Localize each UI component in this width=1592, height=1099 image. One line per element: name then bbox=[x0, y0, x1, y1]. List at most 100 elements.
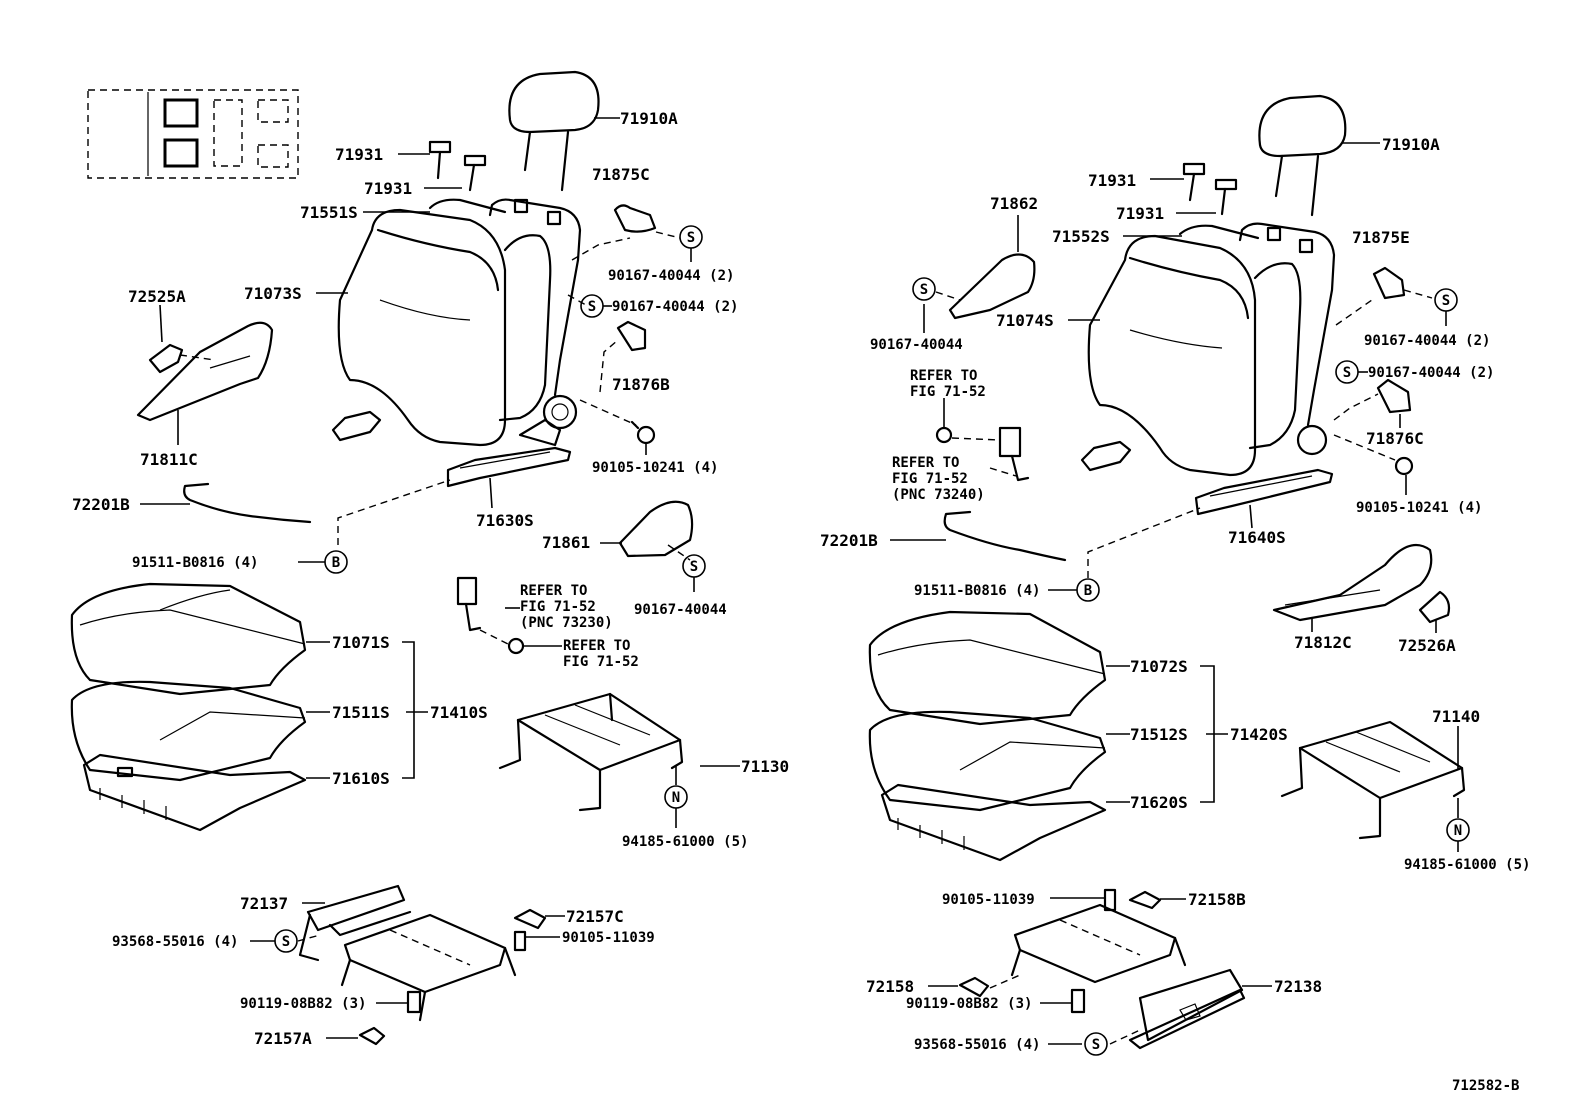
label-71861: 71861 bbox=[542, 533, 590, 552]
recliner-cover-71875E bbox=[1372, 266, 1406, 300]
wire-72201B-right bbox=[943, 510, 1067, 562]
label-72137: 72137 bbox=[240, 894, 288, 913]
symbol-s-6: S bbox=[1434, 288, 1458, 312]
label-72157A: 72157A bbox=[254, 1029, 312, 1048]
label-91511-left: 91511-B0816 (4) bbox=[132, 555, 258, 571]
recliner-cover-71876B bbox=[616, 320, 647, 352]
headrest-guide-left-1 bbox=[428, 140, 452, 180]
label-72525A: 72525A bbox=[128, 287, 186, 306]
symbol-s-2: S bbox=[580, 294, 604, 318]
headrest-guide-right-1 bbox=[1182, 162, 1206, 202]
label-71812C: 71812C bbox=[1294, 633, 1352, 652]
label-90105-10241-left: 90105-10241 (4) bbox=[592, 460, 718, 476]
label-refer-left-1a: REFER TO bbox=[520, 583, 587, 599]
label-71875C: 71875C bbox=[592, 165, 650, 184]
headrest-right bbox=[1258, 94, 1347, 217]
symbol-b-1: B bbox=[324, 550, 348, 574]
knob-72526A bbox=[1418, 590, 1451, 624]
wire-72201B-left bbox=[183, 482, 312, 524]
label-71130: 71130 bbox=[741, 757, 789, 776]
label-71811C: 71811C bbox=[140, 450, 198, 469]
svg-text:B: B bbox=[332, 555, 340, 571]
label-71551S: 71551S bbox=[300, 203, 358, 222]
seat-cushion-cover-71072S bbox=[868, 610, 1107, 726]
seat-cushion-cover-71071S bbox=[70, 582, 307, 696]
seatback-frame-left bbox=[488, 198, 582, 430]
side-cover-71862 bbox=[948, 253, 1036, 320]
seat-adjuster-71140 bbox=[1280, 720, 1466, 840]
label-71074S: 71074S bbox=[996, 311, 1054, 330]
bolt-90119-08B82-right bbox=[1070, 988, 1086, 1014]
svg-text:S: S bbox=[1442, 293, 1450, 309]
label-90167-left-1: 90167-40044 (2) bbox=[608, 268, 734, 284]
label-71931-left-1: 71931 bbox=[335, 145, 383, 164]
label-71420S: 71420S bbox=[1230, 725, 1288, 744]
label-72157C: 72157C bbox=[566, 907, 624, 926]
bolt-90105-10241-right bbox=[1394, 456, 1414, 476]
label-90105-11039-left: 90105-11039 bbox=[562, 930, 655, 946]
seat-cushion-pad-71511S bbox=[70, 680, 307, 782]
seat-cushion-frame-71610S bbox=[82, 753, 307, 832]
label-72158: 72158 bbox=[866, 977, 914, 996]
label-72526A: 72526A bbox=[1398, 636, 1456, 655]
lower-frame-right bbox=[1010, 903, 1187, 984]
lower-cover-72137 bbox=[298, 884, 412, 962]
clip-72525A bbox=[148, 343, 184, 374]
seat-cushion-frame-71620S bbox=[880, 783, 1107, 862]
label-71620S: 71620S bbox=[1130, 793, 1188, 812]
shield-cover-71861 bbox=[618, 500, 694, 558]
label-90167-right-3: 90167-40044 (2) bbox=[1368, 365, 1494, 381]
side-cover-71812C bbox=[1272, 543, 1433, 622]
bolt-90105-11039-left bbox=[513, 930, 527, 952]
svg-text:S: S bbox=[1092, 1037, 1100, 1053]
label-71512S: 71512S bbox=[1130, 725, 1188, 744]
label-refer-left-2a: REFER TO bbox=[563, 638, 630, 654]
label-90105-10241-right: 90105-10241 (4) bbox=[1356, 500, 1482, 516]
label-93568-right: 93568-55016 (4) bbox=[914, 1037, 1040, 1053]
label-93568-left: 93568-55016 (4) bbox=[112, 934, 238, 950]
label-91511-right: 91511-B0816 (4) bbox=[914, 583, 1040, 599]
symbol-s-7: S bbox=[1335, 360, 1359, 384]
recliner-cover-71875C bbox=[613, 204, 657, 233]
svg-text:S: S bbox=[687, 230, 695, 246]
label-refer-left-1c: (PNC 73230) bbox=[520, 615, 613, 631]
label-refer-left-1b: FIG 71-52 bbox=[520, 599, 596, 615]
clip-72157C bbox=[513, 908, 547, 930]
label-72158B: 72158B bbox=[1188, 890, 1246, 909]
clip-72158 bbox=[958, 976, 990, 998]
seat-track-71640S bbox=[1080, 440, 1334, 516]
label-71931-right-2: 71931 bbox=[1116, 204, 1164, 223]
label-71875E: 71875E bbox=[1352, 228, 1410, 247]
label-72138: 72138 bbox=[1274, 977, 1322, 996]
seatback-left bbox=[337, 198, 552, 447]
label-refer-right-2b: FIG 71-52 bbox=[892, 471, 968, 487]
symbol-n-1: N bbox=[664, 785, 688, 809]
label-71876B: 71876B bbox=[612, 375, 670, 394]
symbol-s-3: S bbox=[682, 554, 706, 578]
seat-adjuster-71130 bbox=[498, 692, 684, 812]
headrest-guide-left-2 bbox=[463, 154, 487, 192]
label-90167-left-3: 90167-40044 bbox=[634, 602, 727, 618]
seatback-right bbox=[1087, 224, 1302, 477]
label-90167-right-2: 90167-40044 (2) bbox=[1364, 333, 1490, 349]
label-refer-right-2a: REFER TO bbox=[892, 455, 959, 471]
label-90119-right: 90119-08B82 (3) bbox=[906, 996, 1032, 1012]
symbol-n-2: N bbox=[1446, 818, 1470, 842]
figure-id: 712582-B bbox=[1452, 1078, 1519, 1094]
headrest-left bbox=[508, 70, 600, 192]
label-71071S: 71071S bbox=[332, 633, 390, 652]
lower-frame-left bbox=[340, 913, 517, 1022]
symbol-s-4: S bbox=[274, 929, 298, 953]
symbol-s-1: S bbox=[679, 225, 703, 249]
label-71410S: 71410S bbox=[430, 703, 488, 722]
label-71640S: 71640S bbox=[1228, 528, 1286, 547]
label-71910A-right: 71910A bbox=[1382, 135, 1440, 154]
label-71931-left-2: 71931 bbox=[364, 179, 412, 198]
label-71140: 71140 bbox=[1432, 707, 1480, 726]
seat-cushion-pad-71512S bbox=[868, 710, 1107, 812]
headrest-guide-right-2 bbox=[1214, 178, 1238, 216]
vehicle-seat-locator bbox=[87, 89, 299, 179]
label-94185-right: 94185-61000 (5) bbox=[1404, 857, 1530, 873]
label-71931-right-1: 71931 bbox=[1088, 171, 1136, 190]
